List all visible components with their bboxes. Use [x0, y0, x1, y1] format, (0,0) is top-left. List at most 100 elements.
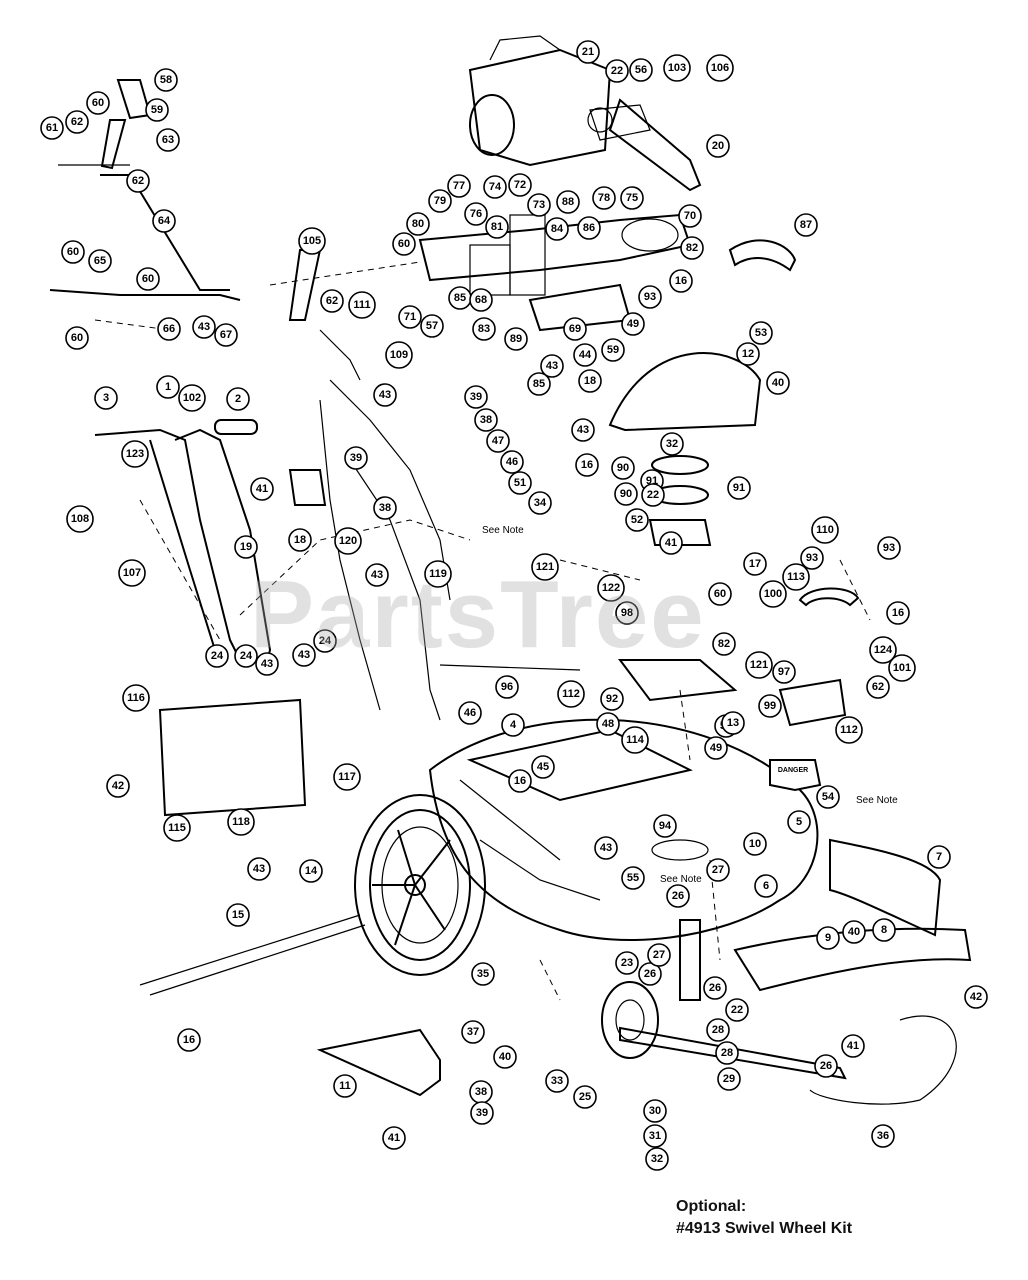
callout-36: 36	[871, 1124, 895, 1148]
callout-number: 41	[665, 537, 677, 549]
callout-60: 60	[86, 91, 110, 115]
callout-57: 57	[420, 314, 444, 338]
callout-number: 99	[764, 700, 776, 712]
callout-number: 20	[712, 140, 724, 152]
callout-34: 34	[528, 491, 552, 515]
guard-shields	[158, 352, 972, 1097]
callout-number: 16	[183, 1034, 195, 1046]
callout-number: 43	[298, 649, 310, 661]
callout-29: 29	[717, 1067, 741, 1091]
callout-16: 16	[575, 453, 599, 477]
callout-10: 10	[743, 832, 767, 856]
callout-94: 94	[653, 814, 677, 838]
callout-43: 43	[192, 315, 216, 339]
callout-number: 87	[800, 219, 812, 231]
callout-97: 97	[772, 660, 796, 684]
callout-number: 84	[551, 223, 564, 235]
callout-79: 79	[428, 189, 452, 213]
callout-number: 101	[893, 662, 911, 674]
callout-107: 107	[118, 559, 146, 587]
callout-number: 24	[319, 635, 332, 647]
callout-44: 44	[573, 343, 597, 367]
callout-number: 60	[398, 238, 410, 250]
callout-62: 62	[65, 110, 89, 134]
callout-59: 59	[601, 338, 625, 362]
callout-23: 23	[615, 951, 639, 975]
callout-42: 42	[106, 774, 130, 798]
watermark: PartsTree	[250, 561, 706, 668]
callout-123: 123	[121, 440, 149, 468]
callout-number: 33	[551, 1075, 563, 1087]
callout-122: 122	[597, 574, 625, 602]
engine	[468, 35, 651, 167]
callout-number: 80	[412, 218, 424, 230]
callout-11: 11	[333, 1074, 357, 1098]
callout-41: 41	[382, 1126, 406, 1150]
callout-number: 46	[506, 456, 518, 468]
callout-7: 7	[927, 845, 951, 869]
decal: DANGER	[769, 759, 822, 792]
callout-number: 65	[94, 255, 106, 267]
callout-number: 109	[390, 349, 408, 361]
callout-46: 46	[458, 701, 482, 725]
callout-number: 49	[627, 318, 639, 330]
callout-number: 112	[840, 724, 858, 736]
callout-number: 121	[536, 561, 554, 573]
callout-number: 93	[883, 542, 895, 554]
callout-78: 78	[592, 186, 616, 210]
callout-40: 40	[842, 920, 866, 944]
callout-91: 91	[727, 476, 751, 500]
callout-16: 16	[669, 269, 693, 293]
callout-63: 63	[156, 128, 180, 152]
callout-26: 26	[666, 884, 690, 908]
callout-76: 76	[464, 202, 488, 226]
callout-46: 46	[500, 450, 524, 474]
callout-61: 61	[40, 116, 64, 140]
callout-69: 69	[563, 317, 587, 341]
callout-93: 93	[800, 546, 824, 570]
callout-18: 18	[288, 528, 312, 552]
callout-number: 117	[338, 771, 356, 783]
callout-43: 43	[540, 354, 564, 378]
callout-124: 124	[869, 636, 897, 664]
callout-43: 43	[571, 418, 595, 442]
callout-number: 61	[46, 122, 58, 134]
callout-number: 118	[232, 816, 250, 828]
callout-59: 59	[145, 98, 169, 122]
callout-96: 96	[495, 675, 519, 699]
engine-belt	[608, 98, 702, 192]
callout-number: 40	[772, 377, 784, 389]
optional-kit-note: Optional: #4913 Swivel Wheel Kit	[676, 1196, 852, 1240]
callout-number: 60	[71, 332, 83, 344]
callout-number: 28	[721, 1047, 733, 1059]
callout-120: 120	[334, 527, 362, 555]
main-wheel	[354, 794, 486, 976]
callout-90: 90	[614, 482, 638, 506]
callout-number: 55	[627, 872, 639, 884]
callout-number: 29	[723, 1073, 735, 1085]
callout-31: 31	[643, 1124, 667, 1148]
callout-85: 85	[527, 372, 551, 396]
callout-number: 43	[577, 424, 589, 436]
callout-number: 35	[477, 968, 489, 980]
callout-number: 90	[617, 462, 629, 474]
callout-number: 22	[647, 489, 659, 501]
callout-number: 41	[256, 483, 268, 495]
callout-16: 16	[177, 1028, 201, 1052]
callout-number: 36	[877, 1130, 889, 1142]
callout-number: 90	[620, 488, 632, 500]
callout-number: 119	[429, 568, 447, 580]
callout-number: 111	[353, 299, 370, 311]
callout-number: 40	[499, 1051, 511, 1063]
callout-39: 39	[464, 385, 488, 409]
callout-48: 48	[596, 712, 620, 736]
callout-3: 3	[94, 386, 118, 410]
callout-number: 34	[534, 497, 547, 509]
callout-16: 16	[886, 601, 910, 625]
callout-27: 27	[647, 943, 671, 967]
callout-15: 15	[226, 903, 250, 927]
callout-number: 24	[211, 650, 224, 662]
callout-82: 82	[712, 632, 736, 656]
callout-number: 83	[478, 323, 490, 335]
